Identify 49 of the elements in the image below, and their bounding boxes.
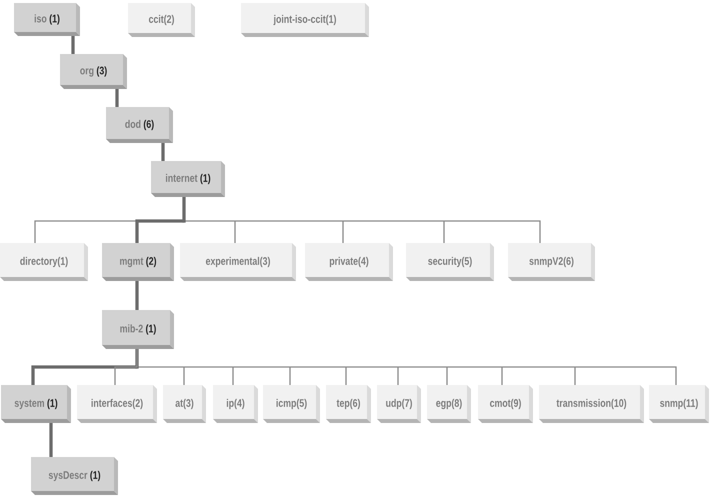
connector-line <box>135 349 139 369</box>
connector-line <box>397 367 399 385</box>
connector-line <box>115 89 119 107</box>
node-box: experimental(3) <box>180 243 296 281</box>
node-box: snmp(11) <box>649 385 709 423</box>
connector-line <box>137 366 677 385</box>
connector-line <box>161 143 165 161</box>
connector-line <box>501 367 503 385</box>
node-box: ip(4) <box>213 385 258 423</box>
node-box: dod (6) <box>106 107 173 143</box>
node-box: org (3) <box>60 54 127 89</box>
connector-line <box>135 219 184 243</box>
node-box: cmot(9) <box>478 385 533 423</box>
node-box: ccit(2) <box>128 3 195 37</box>
node-box: iso (1) <box>14 3 80 36</box>
node-box: sysDescr (1) <box>31 457 118 495</box>
node-box: mgmt (2) <box>102 243 174 281</box>
connector-line <box>182 197 186 223</box>
connector-line <box>234 221 236 243</box>
connector-line <box>135 281 139 310</box>
connector-line <box>446 367 448 385</box>
connector-line <box>342 221 344 243</box>
connector-line <box>71 36 75 54</box>
connector-line <box>184 220 541 243</box>
node-box: mib-2 (1) <box>102 310 174 349</box>
connector-line <box>183 367 185 385</box>
node-box: interfaces(2) <box>77 385 157 423</box>
connector-line <box>574 367 576 385</box>
connector-line <box>443 221 445 243</box>
connector-line <box>232 367 234 385</box>
node-box: private(4) <box>305 243 393 281</box>
node-box: security(5) <box>406 243 494 281</box>
node-box: transmission(10) <box>539 385 644 423</box>
node-box: system (1) <box>1 385 71 423</box>
node-box: udp(7) <box>377 385 421 423</box>
node-box: directory(1) <box>0 243 88 281</box>
node-box: internet (1) <box>151 161 225 197</box>
node-box: tep(6) <box>326 385 371 423</box>
connector-line <box>31 365 137 385</box>
connector-line <box>289 367 291 385</box>
node-box: snmpV2(6) <box>508 243 595 281</box>
connector-line <box>49 423 53 457</box>
node-box: icmp(5) <box>263 385 320 423</box>
node-box: at(3) <box>163 385 206 423</box>
connector-line <box>345 367 347 385</box>
node-box: egp(8) <box>427 385 471 423</box>
connector-line <box>114 349 138 385</box>
connector-line <box>34 220 137 243</box>
node-box: joint-iso-ccit(1) <box>241 3 369 37</box>
